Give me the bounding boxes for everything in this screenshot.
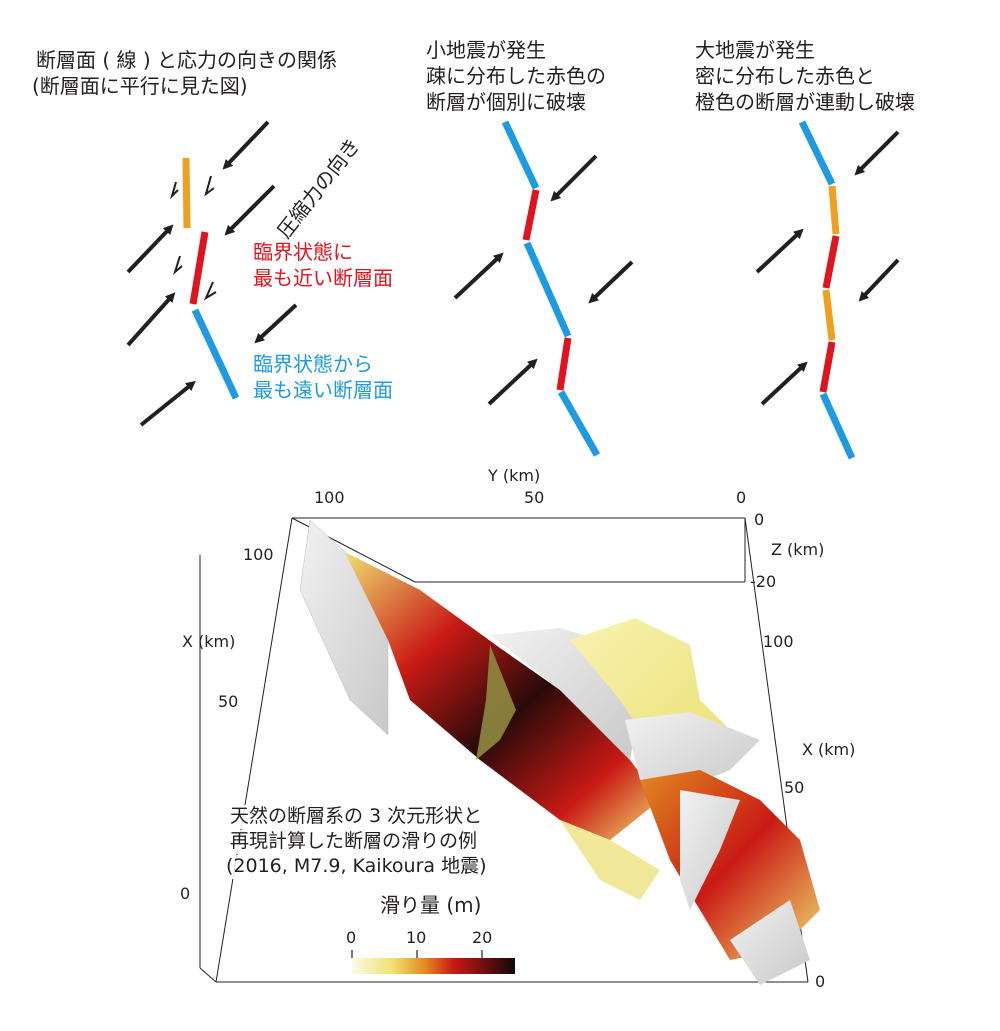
middle-compression-arrows <box>453 154 634 406</box>
plot-caption-line2: 再現計算した断層の滑りの例 <box>230 830 478 854</box>
colorbar-tick-20: 20 <box>472 928 493 947</box>
plot-bounding-box <box>199 517 809 983</box>
right-title-line2: 密に分布した赤色と <box>695 64 875 88</box>
y-tick-100: 100 <box>314 488 345 507</box>
x-left-tick-0: 0 <box>180 884 191 903</box>
colorbar <box>352 958 515 974</box>
middle-title-line3: 断層が個別に破壊 <box>426 90 586 114</box>
fault-surfaces <box>299 519 820 985</box>
red-label-line1: 臨界状態に <box>253 240 353 264</box>
colorbar-title: 滑り量 (m) <box>380 893 482 917</box>
southern-slip-surface <box>640 770 820 960</box>
x-left-tick-100: 100 <box>243 545 274 564</box>
right-compression-arrows <box>755 130 900 406</box>
plot-caption-line3: (2016, M7.9, Kaikoura 地震) <box>226 855 487 879</box>
plot-caption-line1: 天然の断層系の 3 次元形状と <box>230 805 483 829</box>
middle-title-line1: 小地震が発生 <box>426 38 546 62</box>
main-slip-surface <box>345 552 660 840</box>
x-left-axis-label: X (km) <box>182 632 236 651</box>
colorbar-ticks <box>351 950 483 958</box>
colorbar-tick-10: 10 <box>406 928 427 947</box>
left-compression-arrows <box>126 120 298 427</box>
right-title-line1: 大地震が発生 <box>695 38 815 62</box>
yellow-fault-ne <box>570 618 740 780</box>
grey-fault-ne <box>625 712 760 790</box>
z-tick-0: 0 <box>754 510 765 529</box>
x-right-tick-0: 0 <box>815 972 826 991</box>
y-tick-50: 50 <box>524 488 545 507</box>
x-right-axis-label: X (km) <box>802 740 856 759</box>
red-label-line2: 最も近い断層面 <box>253 266 393 290</box>
blue-label-line2: 最も遠い断層面 <box>253 378 393 402</box>
colorbar-tick-0: 0 <box>346 928 357 947</box>
z-tick-minus20: -20 <box>750 572 777 591</box>
left-title-line1: 断層面 ( 線 ) と応力の向きの関係 <box>36 48 338 72</box>
right-title-line3: 橙色の断層が連動し破壊 <box>695 90 915 114</box>
x-right-tick-100: 100 <box>763 632 794 651</box>
blue-label-line1: 臨界状態から <box>253 352 373 376</box>
right-fault-line <box>798 120 856 460</box>
yellow-fault-south <box>560 820 660 900</box>
middle-fault-line <box>501 120 601 457</box>
grey-fault-nw <box>299 519 389 736</box>
left-fault-line <box>182 157 240 400</box>
fault-diagrams <box>126 120 900 460</box>
slip-sense-marks <box>169 175 217 301</box>
z-axis-label: Z (km) <box>771 540 825 559</box>
grey-fault-se <box>680 790 740 910</box>
grey-fault-south <box>730 900 810 985</box>
x-right-tick-50: 50 <box>784 778 805 797</box>
y-tick-0: 0 <box>736 488 747 507</box>
y-axis-label: Y (km) <box>488 466 541 485</box>
x-left-tick-50: 50 <box>218 692 239 711</box>
middle-title-line2: 疎に分布した赤色の <box>426 64 606 88</box>
olive-fault-sliver <box>476 645 516 760</box>
grey-fault-center <box>490 628 640 760</box>
left-title-line2: (断層面に平行に見た図) <box>32 74 248 98</box>
